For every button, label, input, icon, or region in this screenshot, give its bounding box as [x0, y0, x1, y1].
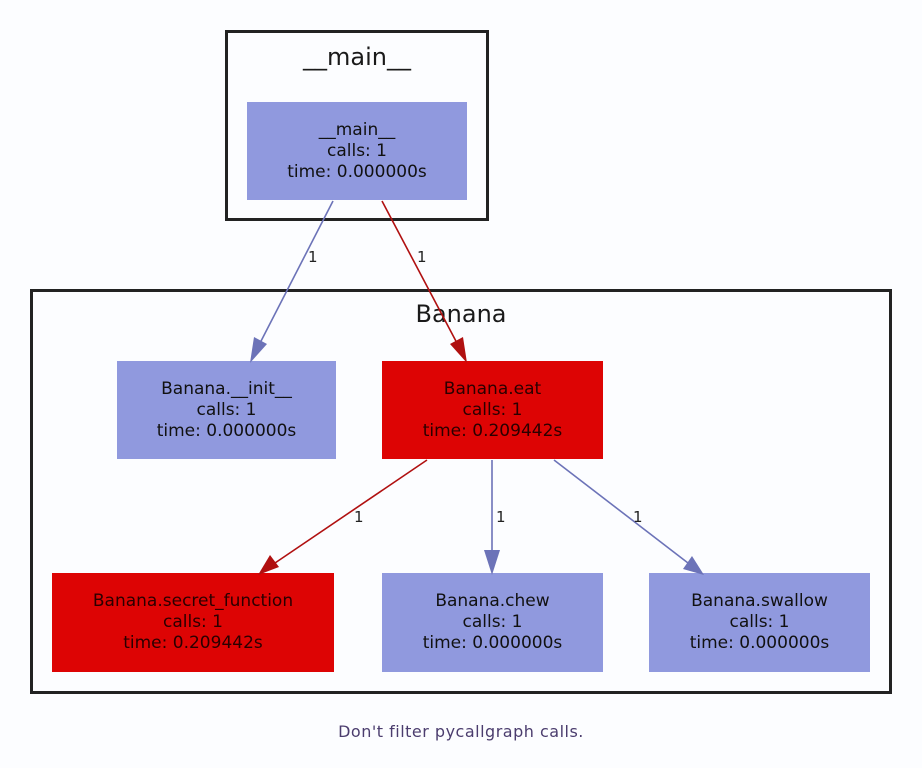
node-banana-swallow-calls: calls: 1 — [729, 612, 790, 632]
node-banana-chew-calls: calls: 1 — [462, 612, 523, 632]
node-banana-init-calls: calls: 1 — [196, 399, 257, 420]
figure-caption: Don't filter pycallgraph calls. — [338, 722, 584, 741]
node-main[interactable]: __main__ calls: 1 time: 0.000000s — [247, 102, 467, 200]
cluster-main: __main__ — [225, 30, 489, 221]
node-banana-init[interactable]: Banana.__init__ calls: 1 time: 0.000000s — [117, 361, 336, 459]
node-banana-init-time: time: 0.000000s — [156, 420, 297, 441]
node-banana-eat[interactable]: Banana.eat calls: 1 time: 0.209442s — [382, 361, 603, 459]
node-banana-swallow-name: Banana.swallow — [691, 591, 828, 611]
node-main-time: time: 0.000000s — [287, 161, 427, 182]
cluster-banana-label: Banana — [415, 300, 507, 328]
cluster-main-label: __main__ — [303, 43, 411, 71]
node-banana-secret-function-name: Banana.secret_function — [92, 591, 294, 611]
node-main-calls: calls: 1 — [326, 140, 387, 161]
node-banana-chew-time: time: 0.000000s — [422, 633, 563, 653]
node-main-name: __main__ — [318, 119, 396, 140]
edge-main-to-init-label: 1 — [308, 248, 318, 266]
node-banana-chew-name: Banana.chew — [435, 591, 550, 611]
node-banana-init-name: Banana.__init__ — [161, 378, 292, 399]
edge-main-to-eat-label: 1 — [417, 248, 427, 266]
node-banana-eat-calls: calls: 1 — [462, 399, 523, 420]
node-banana-eat-time: time: 0.209442s — [422, 420, 563, 441]
node-banana-swallow-time: time: 0.000000s — [689, 633, 830, 653]
node-banana-secret-function-calls: calls: 1 — [162, 612, 223, 632]
node-banana-secret-function-time: time: 0.209442s — [123, 633, 263, 653]
node-banana-secret-function[interactable]: Banana.secret_function calls: 1 time: 0.… — [52, 573, 334, 672]
node-banana-chew[interactable]: Banana.chew calls: 1 time: 0.000000s — [382, 573, 603, 672]
node-banana-eat-name: Banana.eat — [443, 378, 542, 399]
node-banana-swallow[interactable]: Banana.swallow calls: 1 time: 0.000000s — [649, 573, 870, 672]
